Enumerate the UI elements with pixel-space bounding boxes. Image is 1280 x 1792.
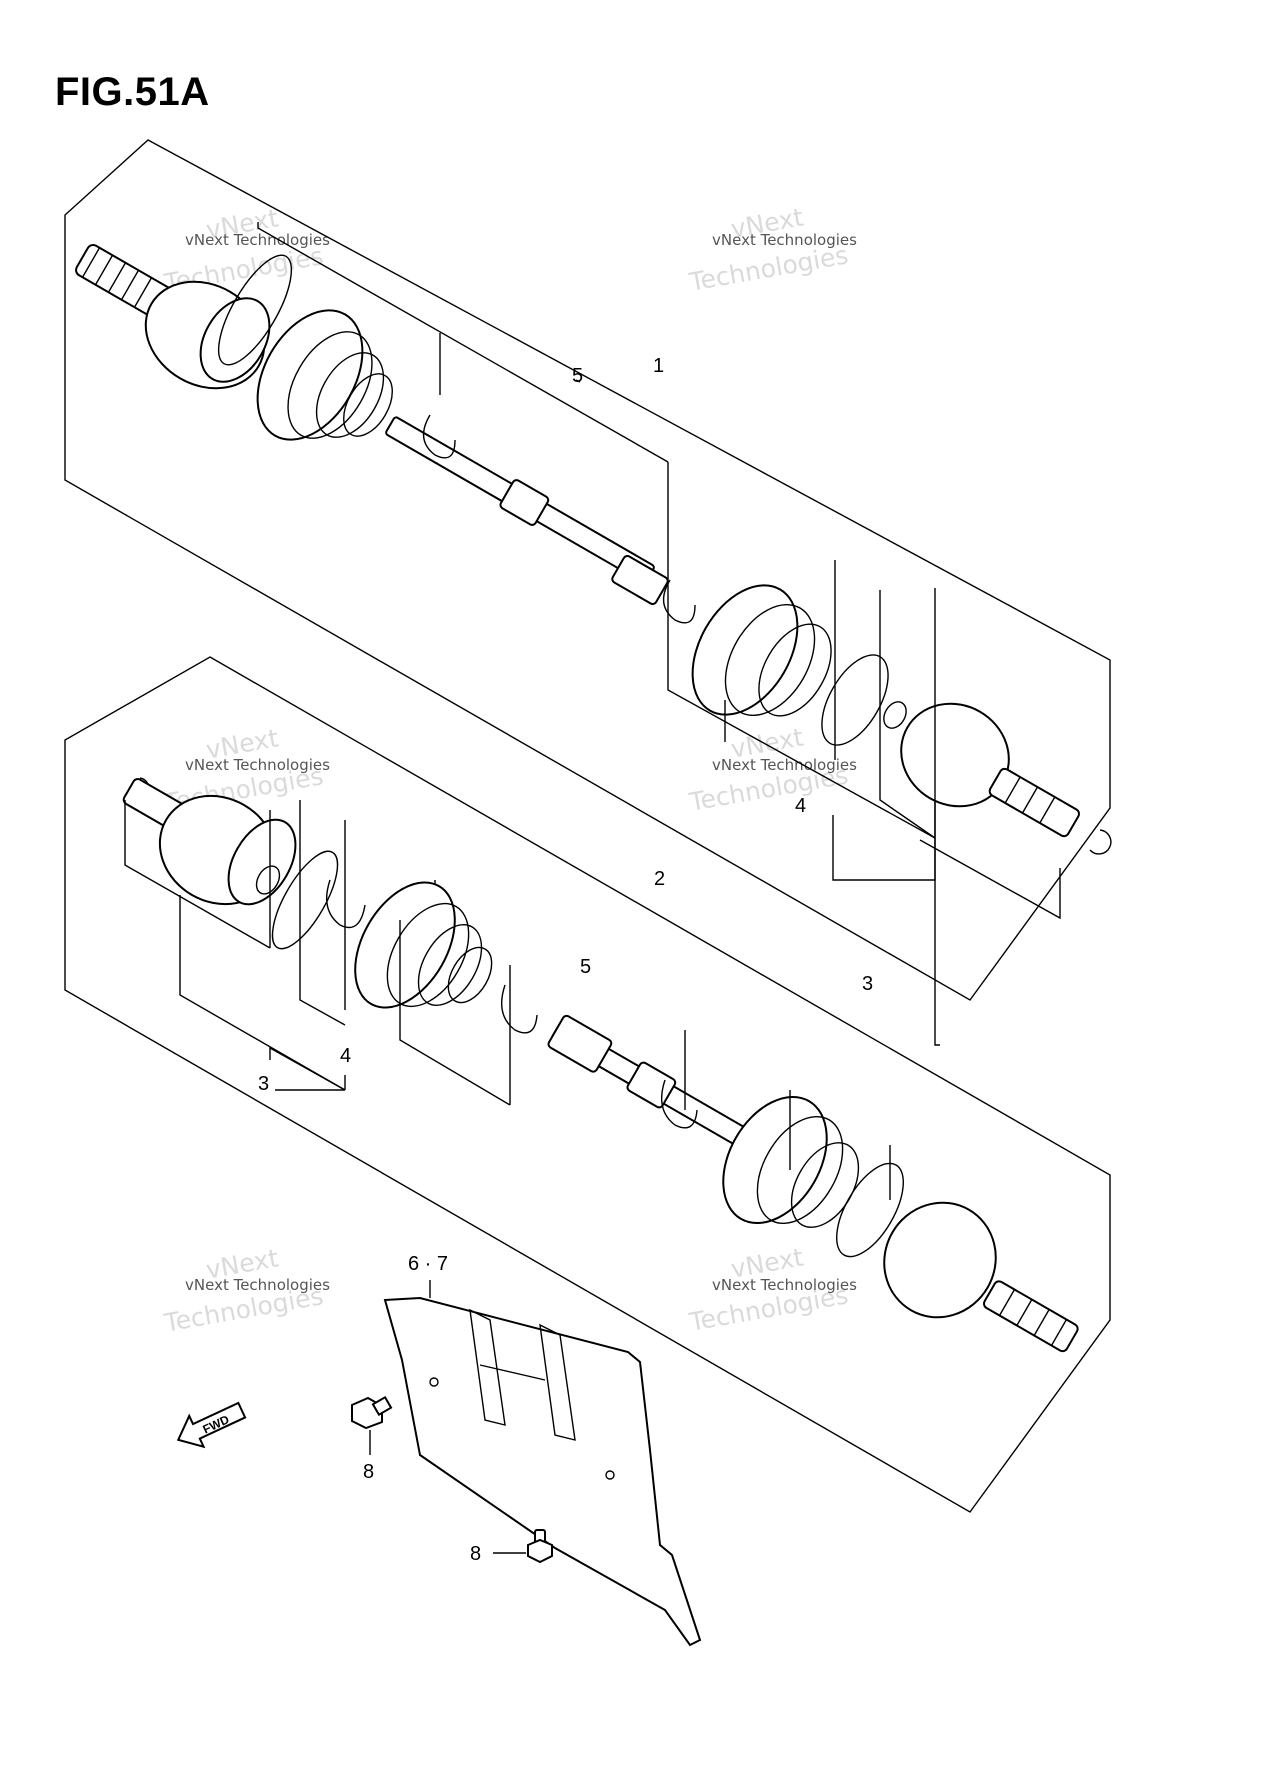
upper-drive-shaft (75, 243, 1112, 855)
callout-8-a: 8 (363, 1461, 374, 1483)
callout-3-upper: 3 (862, 973, 873, 995)
figure-title: FIG.51A (55, 70, 210, 114)
bolt-lower (493, 1529, 553, 1564)
callout-5-upper: 5 (572, 365, 583, 387)
watermark-small: vNext Technologies (185, 1276, 330, 1294)
callout-6-7: 6 · 7 (408, 1253, 448, 1275)
watermark-small: vNext Technologies (712, 231, 857, 249)
callout-4-lower: 4 (340, 1045, 351, 1067)
bolt-upper (351, 1395, 393, 1455)
fwd-arrow-icon: FWD (176, 1401, 247, 1449)
callout-4-upper: 4 (795, 795, 806, 817)
callout-2: 2 (654, 868, 665, 890)
splash-cover (383, 1296, 702, 1647)
lower-drive-shaft (122, 777, 1079, 1353)
upper-assembly-frame (64, 139, 1111, 1001)
callout-8-b: 8 (470, 1543, 481, 1565)
callout-labels: 1 5 4 3 2 5 4 3 6 · 7 8 8 (258, 355, 873, 1565)
lower-leader-lines (124, 800, 891, 1200)
watermark-small: vNext Technologies (712, 756, 857, 774)
callout-5-lower: 5 (580, 956, 591, 978)
lower-assembly-frame (64, 656, 1111, 1513)
watermark-small: vNext Technologies (712, 1276, 857, 1294)
watermark-small: vNext Technologies (185, 756, 330, 774)
callout-3-lower: 3 (258, 1073, 269, 1095)
fwd-label: FWD (201, 1412, 232, 1436)
watermark-small: vNext Technologies (185, 231, 330, 249)
callout-1: 1 (653, 355, 664, 377)
upper-leader-lines (257, 222, 1061, 1046)
